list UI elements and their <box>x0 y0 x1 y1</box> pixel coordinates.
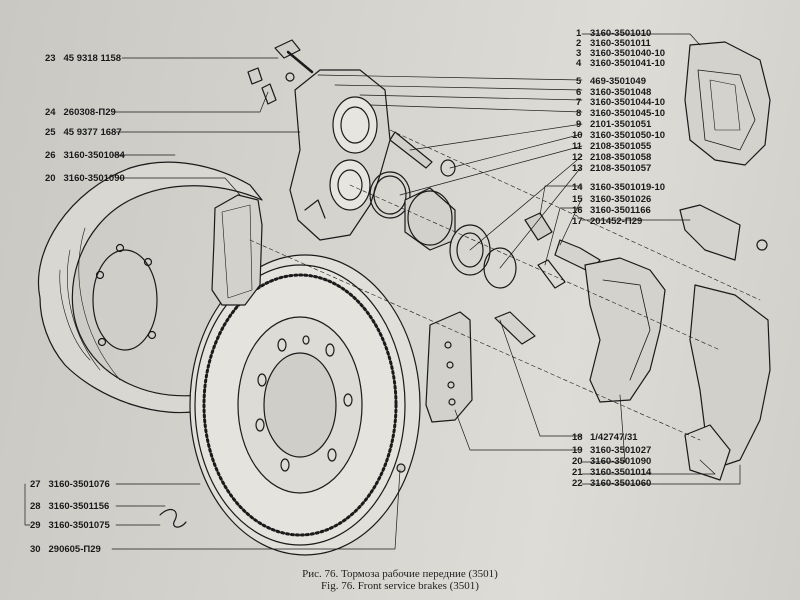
callout-number: 11 <box>572 141 583 152</box>
callout-part-number: 2108-3501058 <box>590 152 652 163</box>
callout-part-number: 2108-3501055 <box>590 141 652 152</box>
callout-number: 28 <box>30 501 41 512</box>
callout-part-number: 260308-П29 <box>63 107 116 118</box>
callout-number: 13 <box>572 163 583 174</box>
callout-part-number: 3160-3501026 <box>590 194 652 205</box>
callout-number: 29 <box>30 520 41 531</box>
brake-disc-drawing <box>189 254 421 556</box>
caliper-detail-drawing <box>684 41 771 166</box>
inner-pad-drawing <box>425 311 473 423</box>
callout-number: 12 <box>572 152 583 163</box>
callout-number: 3 <box>576 48 582 59</box>
callout-number: 30 <box>30 544 41 555</box>
callout-part-number: 3160-3501045-10 <box>590 108 666 119</box>
callout-part-number: 3160-3501010 <box>590 28 652 39</box>
callout-29: 29 3160-3501075 <box>30 520 110 531</box>
callout-number: 20 <box>45 173 56 184</box>
callout-number: 27 <box>30 479 41 490</box>
callout-part-number: 1/42747/31 <box>590 432 638 443</box>
callout-number: 15 <box>572 194 583 205</box>
callout-number: 17 <box>572 216 583 227</box>
caliper-support-drawing <box>684 284 771 481</box>
callout-part-number: 3160-3501044-10 <box>590 97 666 108</box>
callout-part-number: 3160-3501041-10 <box>590 58 666 69</box>
callout-part-number: 3160-3501090 <box>590 456 652 467</box>
callout-part-number: 3160-3501040-10 <box>590 48 666 59</box>
callout-number: 14 <box>572 182 583 193</box>
callout-part-number: 3160-3501090 <box>63 173 125 184</box>
callout-number: 18 <box>572 432 583 443</box>
callout-24: 24 260308-П29 <box>45 107 116 118</box>
callout-part-number: 2108-3501057 <box>590 163 652 174</box>
callout-part-number: 3160-3501076 <box>48 479 110 490</box>
callout-25: 25 45 9377 1687 <box>45 127 122 138</box>
callout-part-number: 3160-3501060 <box>590 478 652 489</box>
top-fasteners-drawing <box>247 39 314 105</box>
callout-number: 20 <box>572 456 583 467</box>
callout-number: 5 <box>576 76 582 87</box>
small-screws-drawing <box>159 463 406 528</box>
callout-26: 26 3160-3501084 <box>45 150 125 161</box>
callout-part-number: 3160-3501027 <box>590 445 652 456</box>
figure-caption-ru: Рис. 76. Тормоза рабочие передние (3501) <box>302 568 498 580</box>
guide-parts-drawing <box>494 204 768 345</box>
callout-part-number: 45 9318 1158 <box>63 53 122 64</box>
callout-27: 27 3160-3501076 <box>30 479 110 490</box>
callout-number: 21 <box>572 467 583 478</box>
callout-number: 2 <box>576 38 582 49</box>
callout-number: 19 <box>572 445 583 456</box>
callout-part-number: 469-3501049 <box>590 76 646 87</box>
callout-part-number: 290605-П29 <box>48 544 101 555</box>
callout-number: 9 <box>576 119 582 130</box>
callout-number: 4 <box>576 58 582 69</box>
callout-part-number: 201452-П29 <box>590 216 643 227</box>
callout-part-number: 3160-3501011 <box>590 38 651 49</box>
callout-number: 24 <box>45 107 56 118</box>
callout-number: 22 <box>572 478 583 489</box>
callout-number: 6 <box>576 87 582 98</box>
callout-30: 30 290605-П29 <box>30 544 101 555</box>
bracket-drawing <box>584 257 666 403</box>
callout-part-number: 2101-3501051 <box>590 119 652 130</box>
left-leaders <box>24 57 401 550</box>
callout-23: 23 45 9318 1158 <box>45 53 121 64</box>
callout-part-number: 3160-3501166 <box>590 205 651 216</box>
callout-part-number: 3160-3501084 <box>63 150 125 161</box>
callout-28: 28 3160-3501156 <box>30 501 109 512</box>
callout-part-number: 45 9377 1687 <box>63 127 122 138</box>
callout-part-number: 3160-3501048 <box>590 87 652 98</box>
callout-number: 23 <box>45 53 56 64</box>
callout-part-number: 3160-3501019-10 <box>590 182 666 193</box>
callout-number: 1 <box>576 28 582 39</box>
pin-and-seals-drawing <box>369 131 517 289</box>
callout-number: 16 <box>572 205 583 216</box>
callout-number: 25 <box>45 127 56 138</box>
callout-part-number: 3160-3501156 <box>48 501 110 512</box>
assembly-axes <box>249 129 761 441</box>
callout-part-number: 3160-3501014 <box>590 467 652 478</box>
left-pad-drawing <box>211 194 263 306</box>
callout-part-number: 3160-3501050-10 <box>590 130 666 141</box>
right-leaders <box>317 33 741 485</box>
callout-part-number: 3160-3501075 <box>48 520 110 531</box>
callout-number: 26 <box>45 150 56 161</box>
callout-number: 8 <box>576 108 582 119</box>
callout-20-left: 20 3160-3501090 <box>45 173 125 184</box>
figure-caption-en: Fig. 76. Front service brakes (3501) <box>321 580 479 592</box>
callout-number: 10 <box>572 130 583 141</box>
dust-shield-drawing <box>38 161 263 414</box>
callout-number: 7 <box>576 97 582 108</box>
